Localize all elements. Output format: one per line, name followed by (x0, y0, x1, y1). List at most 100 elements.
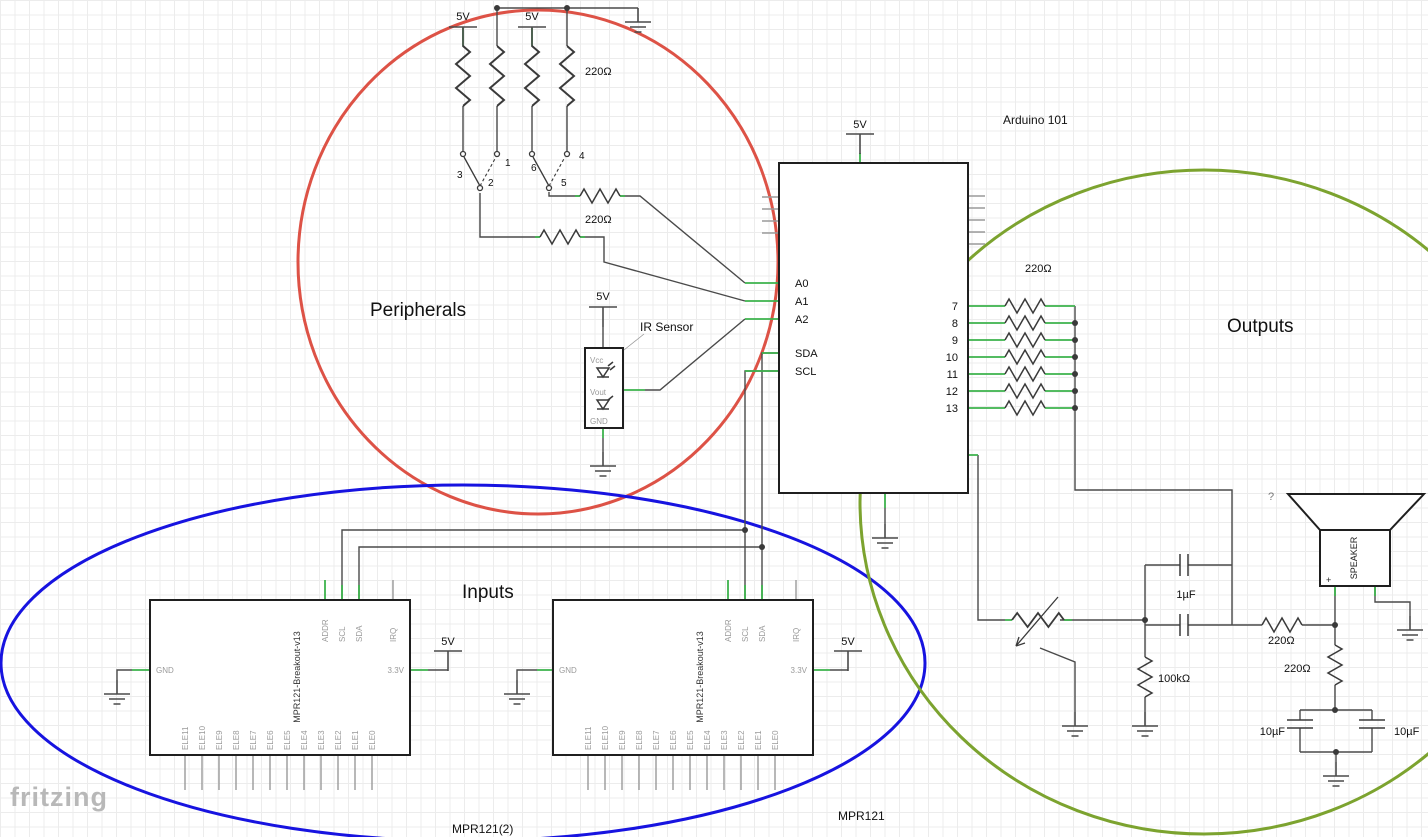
net-board1-gnd[interactable] (116, 669, 132, 680)
switch-contact (563, 150, 571, 158)
resistor[interactable] (454, 44, 472, 108)
region-ellipse-outputs[interactable] (858, 168, 1428, 836)
mpr121-pin-ele: ELE8 (635, 730, 644, 750)
resistor[interactable] (539, 229, 581, 245)
junction-dots (494, 5, 1339, 755)
mpr121-pin-ele: ELE4 (703, 730, 712, 750)
resistor[interactable] (1137, 656, 1153, 698)
led-symbol (595, 367, 611, 379)
ground-symbol[interactable] (103, 679, 131, 705)
arduino-title: Arduino 101 (1003, 113, 1068, 127)
mpr121-pin-ele: ELE10 (198, 725, 207, 750)
region-label-peripherals[interactable]: Peripherals (370, 300, 466, 321)
mpr121-pin-ele: ELE4 (300, 730, 309, 750)
speaker-body (1319, 529, 1391, 587)
net-wiper-gnd[interactable] (1039, 647, 1076, 712)
net-speaker-gnd[interactable] (1374, 586, 1411, 616)
resistor-value-label: 220Ω (1284, 663, 1311, 675)
net-sda-bus[interactable] (358, 352, 779, 600)
net-node-b[interactable] (1188, 564, 1233, 626)
ground-symbol[interactable] (1396, 615, 1424, 641)
ir-pin-gnd: GND (590, 417, 608, 426)
mpr121-board-2[interactable]: ADDR SCL SDA IRQ GND 3.3V MPR121-Breakou… (552, 599, 814, 756)
ir-sensor-body (584, 347, 624, 429)
photodiode-symbol (595, 399, 611, 411)
arduino-board[interactable]: A0 A1 A2 SDA SCL 7 8 9 10 11 12 13 (778, 162, 969, 494)
power-5v-symbol[interactable] (588, 306, 618, 328)
mpr121-board-1[interactable]: ADDR SCL SDA IRQ GND 3.3V MPR121-Breakou… (149, 599, 411, 756)
resistor[interactable] (579, 188, 621, 204)
switch-common (545, 184, 553, 192)
switch-lever (532, 156, 550, 187)
net-output-bus[interactable] (1074, 306, 1233, 565)
resistor[interactable] (1261, 617, 1303, 633)
net-board2-gnd[interactable] (516, 669, 537, 680)
resistor[interactable] (1004, 383, 1046, 399)
net-ir-vout-to-a2[interactable] (645, 318, 746, 391)
capacitor-value-label: 10µF (1260, 726, 1286, 738)
net-switch-b-to-a0[interactable] (548, 192, 746, 284)
mpr121-pin-scl: SCL (741, 626, 750, 642)
power-5v-symbol[interactable] (833, 650, 863, 672)
unconnected-pin-stubs (184, 195, 985, 790)
power-5v-symbol[interactable] (448, 26, 478, 48)
region-ellipse-peripherals[interactable] (296, 8, 780, 516)
capacitor[interactable] (1358, 719, 1386, 729)
region-label-inputs[interactable]: Inputs (462, 582, 514, 603)
ground-symbol[interactable] (871, 523, 899, 549)
ground-symbol[interactable] (1322, 761, 1350, 787)
switch-common (476, 184, 484, 192)
ground-symbol[interactable] (589, 451, 617, 477)
resistor[interactable] (1004, 366, 1046, 382)
resistor[interactable] (523, 44, 541, 108)
switch-b[interactable] (528, 150, 571, 192)
mpr121-pin-addr: ADDR (724, 619, 733, 642)
arduino-pin-d13: 13 (946, 403, 958, 415)
resistor[interactable] (1327, 644, 1343, 686)
arduino-pin-sda: SDA (795, 348, 818, 360)
switch-a[interactable] (459, 150, 501, 192)
net-node-a[interactable] (1144, 564, 1180, 657)
ground-symbol[interactable] (503, 679, 531, 705)
resistor[interactable] (1004, 315, 1046, 331)
resistor[interactable] (558, 44, 576, 108)
potentiometer-wiper-arrow (1015, 596, 1059, 647)
net-switch-a-to-a1[interactable] (479, 193, 746, 302)
ground-symbol[interactable] (1131, 711, 1159, 737)
resistor[interactable] (1004, 298, 1046, 314)
power-5v-symbol[interactable] (433, 650, 463, 672)
mpr121-body (552, 599, 814, 756)
power-5v-symbol[interactable] (845, 133, 875, 155)
resistor[interactable] (488, 44, 506, 108)
capacitor[interactable] (1286, 719, 1314, 729)
arduino-pin-a1: A1 (795, 296, 808, 308)
region-ellipse-inputs[interactable] (0, 483, 927, 837)
ir-sensor[interactable]: Vcc Vout GND (584, 347, 624, 429)
power-5v-label: 5V (853, 119, 867, 131)
power-5v-label: 5V (441, 636, 455, 648)
mpr121-pin-sda: SDA (758, 625, 767, 642)
mpr121-body (149, 599, 411, 756)
resistor-value-label: 220Ω (585, 66, 612, 78)
resistor[interactable] (1004, 349, 1046, 365)
net-amp-out[interactable] (1232, 588, 1373, 762)
power-5v-symbol[interactable] (517, 26, 547, 48)
net-pot-in[interactable] (977, 455, 1005, 621)
speaker-cone (1285, 493, 1427, 531)
ground-symbol[interactable] (1061, 711, 1089, 737)
mpr121-board-1-caption: MPR121(2) (452, 822, 513, 836)
resistor[interactable] (1004, 400, 1046, 416)
region-label-outputs[interactable]: Outputs (1227, 316, 1294, 337)
switch-throw-dashed (479, 156, 497, 187)
mpr121-pin-addr: ADDR (321, 619, 330, 642)
resistor[interactable] (1004, 332, 1046, 348)
mpr121-pin-gnd: GND (559, 666, 577, 675)
speaker[interactable]: SPEAKER + (1285, 493, 1427, 587)
net-top-rail[interactable] (462, 7, 638, 151)
capacitor[interactable] (1179, 613, 1189, 637)
capacitor[interactable] (1179, 553, 1189, 577)
arduino-body (778, 162, 969, 494)
potentiometer[interactable] (1011, 596, 1065, 647)
switch-contact (459, 150, 467, 158)
